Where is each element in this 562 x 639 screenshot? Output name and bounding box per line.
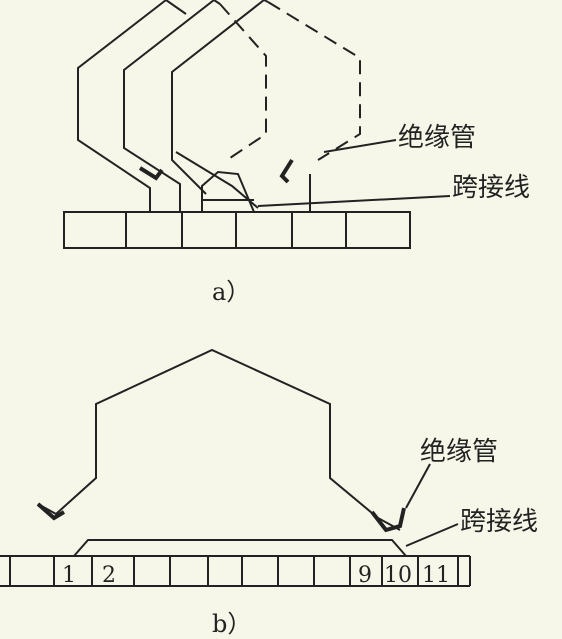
slot-number-10: 10 [384, 563, 412, 588]
caption-a: a） [212, 278, 250, 306]
jumper-a [201, 170, 255, 213]
slot-number-9: 9 [358, 563, 372, 588]
figure-a [63, 0, 451, 249]
slot-number-1: 1 [62, 563, 76, 588]
slot-number-11: 11 [422, 563, 450, 588]
leader-insulation-a [323, 139, 397, 153]
coil-1-a [77, 0, 187, 212]
coil-3-a-solid [171, 0, 269, 195]
insulation-tube-b-left [36, 502, 66, 521]
insulation-tube-a-left [138, 166, 164, 181]
leader-jumper-b [405, 523, 459, 547]
coil-2-a-solid [123, 0, 221, 212]
leader-jumper-a [257, 195, 451, 207]
label-insulation-tube-b: 绝缘管 [420, 437, 498, 467]
coil-2-a-dashed [219, 3, 267, 159]
slot-number-2: 2 [102, 563, 116, 588]
caption-b: b） [212, 610, 251, 638]
label-insulation-tube-a: 绝缘管 [398, 123, 476, 153]
figure-b [0, 348, 471, 587]
coil-b [37, 348, 401, 531]
coil-3-a-dashed [267, 1, 361, 161]
jumper-b [73, 539, 407, 557]
label-jumper-wire-a: 跨接线 [452, 173, 530, 203]
leader-insulation-b [405, 463, 431, 509]
label-jumper-wire-b: 跨接线 [460, 507, 538, 537]
insulation-tube-a-right [279, 158, 294, 184]
insulation-tube-b-right [370, 507, 406, 533]
